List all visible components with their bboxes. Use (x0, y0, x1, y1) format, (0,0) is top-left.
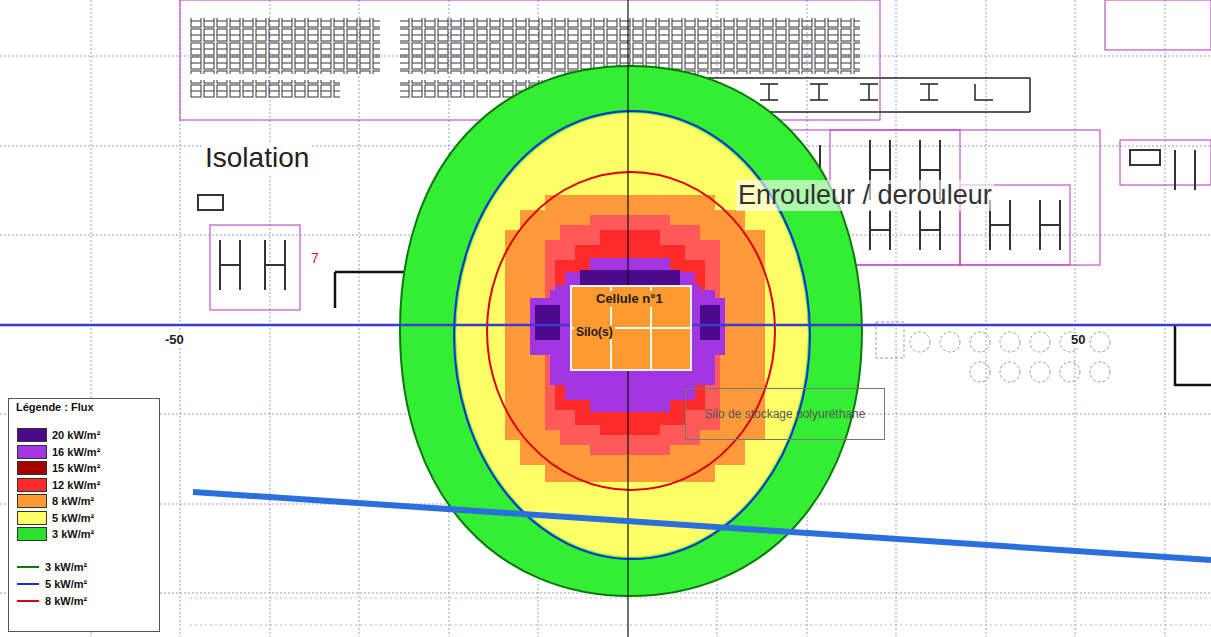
legend-swatch (17, 461, 47, 475)
legend-row: 5 kW/m² (17, 510, 94, 526)
legend-text: 3 kW/m² (45, 561, 87, 573)
legend-swatch (17, 428, 47, 442)
axis-tick: 50 (1069, 333, 1087, 348)
legend-row: 3 kW/m² (17, 559, 87, 575)
legend-swatch (17, 494, 47, 508)
legend-text: 8 kW/m² (45, 595, 87, 607)
legend-text: 16 kW/m² (52, 446, 100, 458)
axis-tick: -50 (163, 333, 186, 348)
legend-row: 5 kW/m² (17, 576, 87, 592)
legend-text: 5 kW/m² (45, 578, 87, 590)
flux-zones (400, 66, 862, 596)
legend-text: 12 kW/m² (52, 479, 100, 491)
legend-row: 15 kW/m² (17, 460, 100, 476)
legend-swatch (17, 445, 47, 459)
legend-text: 5 kW/m² (52, 512, 94, 524)
legend-line-sample (17, 600, 39, 602)
legend-line-sample (17, 566, 39, 568)
legend-title: Légende : Flux (14, 401, 96, 414)
legend-swatch (17, 527, 47, 541)
zone-label: Isolation (203, 142, 311, 174)
legend-row: 3 kW/m² (17, 526, 94, 542)
legend-box: 20 kW/m² 16 kW/m² 15 kW/m² 12 kW/m² 8 kW/m² 5… (8, 398, 160, 632)
legend-swatch (17, 478, 47, 492)
legend-row: 20 kW/m² (17, 427, 100, 443)
node-text: Silo(s) (574, 325, 615, 339)
callout-number: 7 (309, 250, 321, 266)
silo-box: Silo de stockage polyuréthane (685, 388, 885, 440)
legend-row: 8 kW/m² (17, 493, 94, 509)
node-text: Silo de stockage polyuréthane (692, 407, 878, 421)
node-text: Cellule n°1 (594, 291, 665, 307)
ruler (190, 598, 1211, 625)
legend-text: 20 kW/m² (52, 429, 100, 441)
legend-text: 15 kW/m² (52, 462, 100, 474)
legend-swatch (17, 511, 47, 525)
legend-line-sample (17, 583, 39, 585)
zone-label: Enrouleur / derouleur (736, 180, 994, 211)
legend-text: 8 kW/m² (52, 495, 94, 507)
legend-row: 16 kW/m² (17, 444, 100, 460)
legend-text: 3 kW/m² (52, 528, 94, 540)
storage-cell: Cellule n°1Silo(s) (570, 285, 692, 371)
legend-row: 8 kW/m² (17, 593, 87, 609)
legend-row: 12 kW/m² (17, 477, 100, 493)
pipeline (193, 492, 1211, 560)
